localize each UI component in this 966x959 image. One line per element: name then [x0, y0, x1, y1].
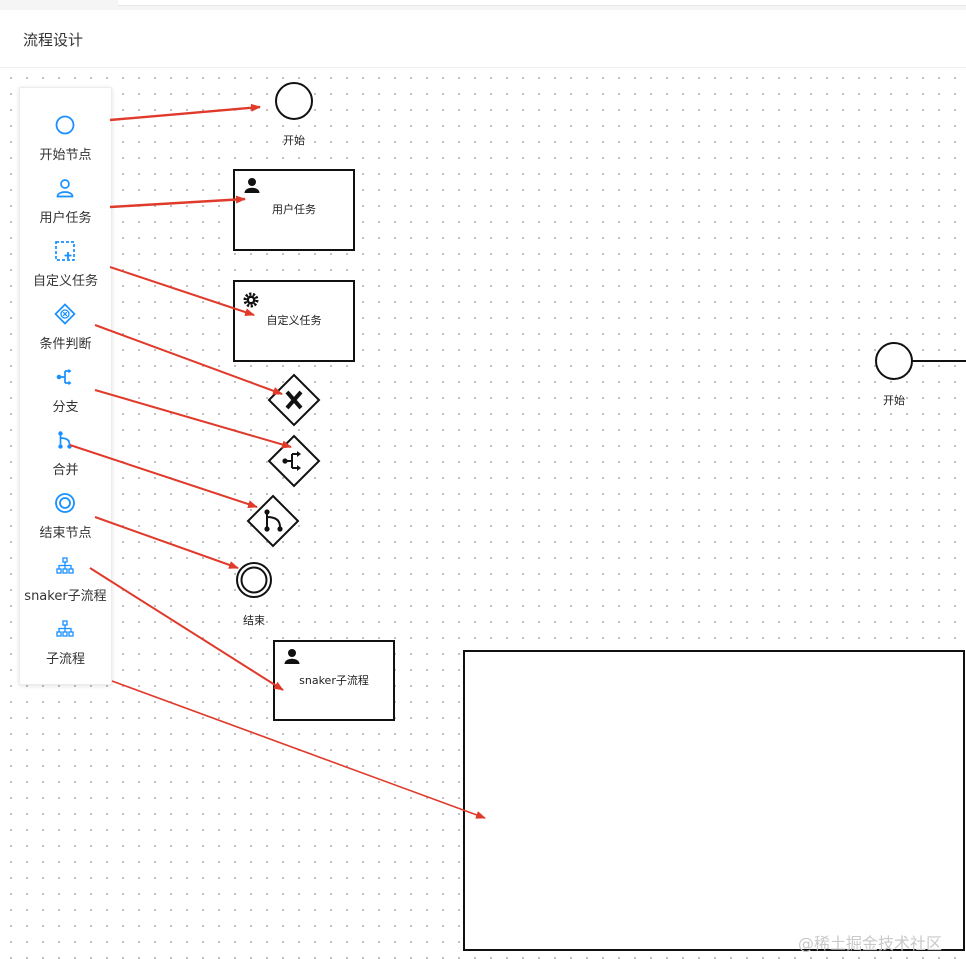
annotation-arrows — [69, 103, 486, 819]
join-icon — [58, 431, 72, 449]
circle-icon — [55, 115, 75, 135]
palette-item-label: 子流程 — [45, 652, 85, 667]
palette-item-label: snaker子流程 — [24, 589, 107, 604]
exclusive-gateway-icon — [54, 303, 76, 325]
palette-item-end-node[interactable]: 结束节点 — [20, 492, 111, 552]
snaker-subprocess-label: snaker子流程 — [299, 674, 369, 687]
join-gateway-node[interactable] — [246, 494, 300, 548]
palette-item-label: 结束节点 — [39, 526, 92, 541]
subprocess-tree-icon — [56, 620, 74, 637]
user-task-label: 用户任务 — [272, 203, 316, 216]
watermark: @稀土掘金技术社区 — [798, 934, 943, 953]
annotation-arrow — [94, 389, 292, 449]
start-event[interactable] — [275, 82, 313, 120]
annotation-arrow — [89, 567, 284, 691]
custom-task-icon — [55, 241, 75, 261]
page-title: 流程设计 — [23, 31, 84, 49]
user-task-node[interactable] — [233, 169, 355, 251]
annotation-arrow — [69, 444, 258, 508]
palette-item-label: 开始节点 — [39, 148, 92, 163]
palette-item-condition[interactable]: 条件判断 — [20, 303, 111, 363]
browser-top-strip — [0, 0, 966, 10]
gear-icon — [243, 292, 259, 308]
annotation-arrow — [109, 266, 255, 316]
snaker-subprocess-node[interactable] — [273, 640, 395, 721]
annotation-arrow — [109, 103, 261, 122]
start-event-label: 开始 — [283, 134, 305, 147]
user-icon — [244, 178, 260, 193]
user-icon — [56, 179, 74, 198]
fork-gateway-node[interactable] — [267, 434, 321, 488]
custom-task-label: 自定义任务 — [266, 314, 322, 327]
palette-item-subprocess[interactable]: 子流程 — [20, 618, 111, 678]
palette-item-snaker-subprocess[interactable]: snaker子流程 — [20, 555, 111, 615]
exclusive-gateway-node[interactable] — [267, 373, 321, 427]
palette-item-label: 条件判断 — [39, 337, 92, 352]
user-icon — [284, 649, 300, 664]
annotation-arrow — [109, 195, 246, 209]
subprocess-container[interactable] — [463, 650, 965, 951]
join-icon — [264, 509, 283, 532]
end-circle-icon — [55, 493, 75, 513]
annotation-arrow — [111, 680, 486, 819]
palette-item-label: 分支 — [52, 400, 79, 415]
palette-item-custom-task[interactable]: 自定义任务 — [20, 240, 111, 300]
page-header: 流程设计 — [0, 10, 966, 68]
palette-item-label: 合并 — [52, 463, 79, 478]
element-palette: 开始节点 用户任务 自定义任务 条件判断 分支 合并 结束节点 snaker子流… — [19, 87, 112, 685]
palette-item-fork[interactable]: 分支 — [20, 366, 111, 426]
address-bar-edge — [118, 0, 966, 6]
palette-item-start-node[interactable]: 开始节点 — [20, 114, 111, 174]
fork-icon — [56, 368, 72, 386]
custom-task-node[interactable] — [233, 280, 355, 362]
annotation-arrow — [94, 324, 283, 395]
fork-icon — [282, 451, 301, 471]
annotation-arrow — [94, 516, 239, 569]
end-event-label: 结束 — [243, 614, 265, 627]
start-event-right[interactable] — [875, 342, 913, 380]
palette-item-join[interactable]: 合并 — [20, 429, 111, 489]
subprocess-tree-icon — [56, 557, 74, 574]
x-mark-icon — [285, 390, 303, 410]
palette-item-label: 用户任务 — [39, 211, 92, 226]
palette-item-user-task[interactable]: 用户任务 — [20, 177, 111, 237]
start-event-right-label: 开始 — [883, 394, 905, 407]
palette-item-label: 自定义任务 — [32, 274, 98, 289]
end-event-node[interactable] — [236, 562, 272, 598]
